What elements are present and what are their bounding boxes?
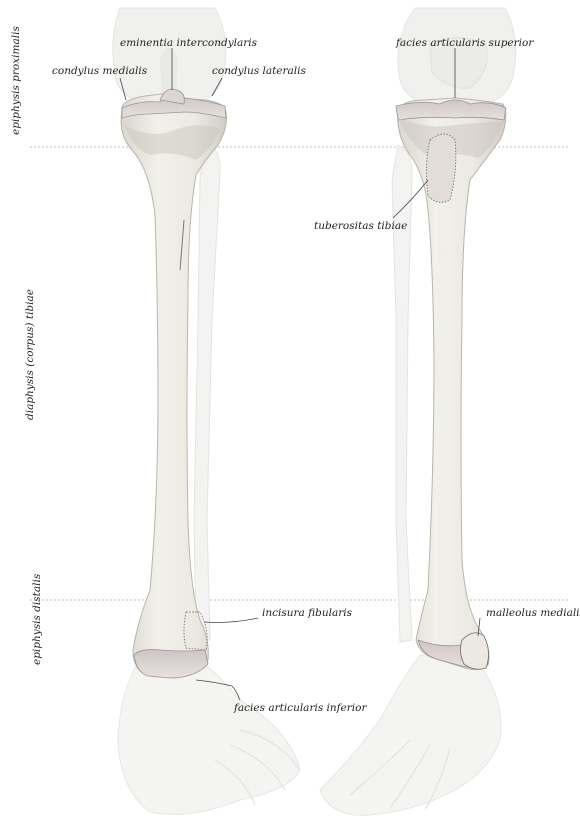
label-condylus-medialis: condylus medialis bbox=[52, 65, 148, 77]
label-facies-articularis-superior: facies articularis superior bbox=[395, 37, 534, 49]
right-malleolus-outline bbox=[460, 633, 488, 670]
label-condylus-lateralis: condylus lateralis bbox=[212, 65, 307, 77]
left-foot-ghost bbox=[118, 660, 300, 814]
right-foot-ghost bbox=[320, 655, 501, 815]
label-eminentia-intercondylaris: eminentia intercondylaris bbox=[120, 37, 258, 49]
right-articular-top bbox=[396, 100, 506, 120]
label-facies-articularis-inferior: facies articularis inferior bbox=[233, 702, 367, 714]
left-view-tibia bbox=[113, 8, 300, 814]
label-tuberositas-tibiae: tuberositas tibiae bbox=[314, 220, 407, 232]
right-tuberositas-outline bbox=[426, 134, 455, 202]
region-label-proximal: epiphysis proximalis bbox=[10, 26, 22, 135]
leader-incisura bbox=[204, 618, 258, 623]
right-view-tibia bbox=[320, 8, 516, 815]
left-fibula-ghost bbox=[194, 140, 220, 642]
label-malleolus-medialis: malleolus medialis bbox=[486, 607, 580, 619]
region-label-distal: epiphysis distalis bbox=[31, 573, 43, 665]
region-label-shaft: diaphysis (corpus) tibiae bbox=[24, 289, 36, 420]
label-incisura-fibularis: incisura fibularis bbox=[262, 607, 353, 619]
